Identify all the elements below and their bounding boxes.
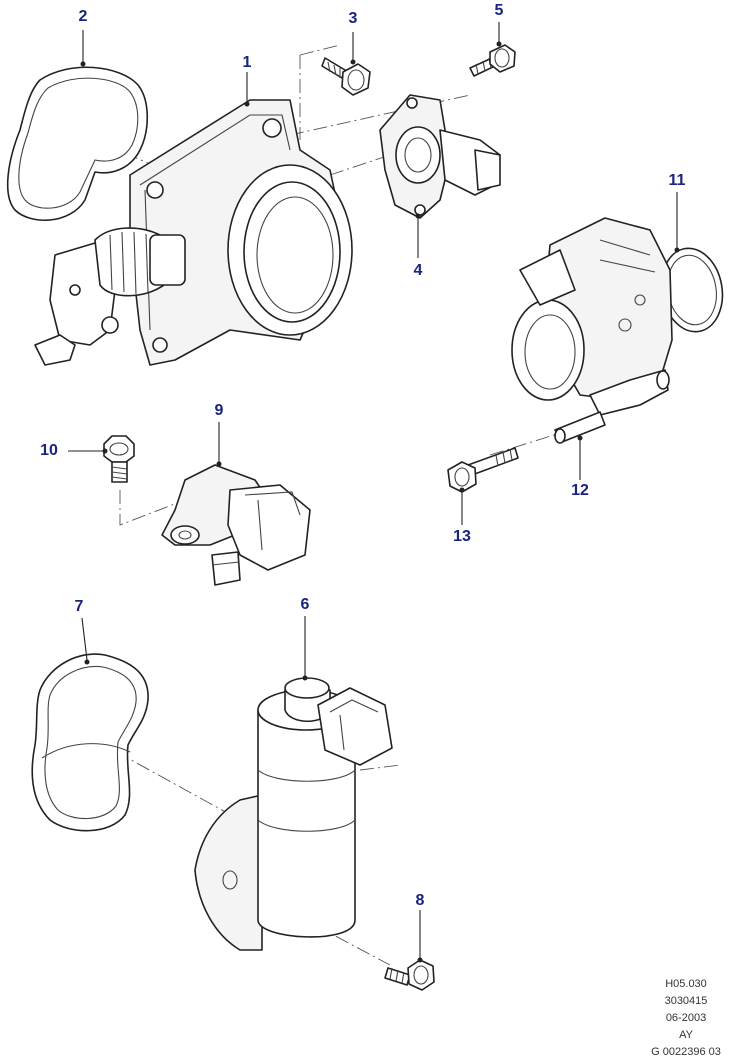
callout-10: 10: [40, 442, 58, 459]
reference-code: H05.030: [665, 978, 707, 990]
callout-5: 5: [494, 2, 504, 19]
bolt-part-13[interactable]: [447, 447, 519, 493]
bolt-part-3[interactable]: [321, 57, 371, 96]
callout-9: 9: [214, 402, 224, 419]
callout-12: 12: [571, 482, 589, 499]
bolt-part-10[interactable]: [103, 435, 135, 483]
reference-id: G 0022396 03: [651, 1046, 721, 1058]
reference-version: AY: [679, 1029, 693, 1041]
throttle-assembly-part-12[interactable]: [511, 217, 673, 444]
callout-8: 8: [415, 892, 425, 909]
sensor-part-4[interactable]: [379, 94, 501, 219]
idle-air-valve-part-6[interactable]: [194, 677, 393, 951]
callout-1: 1: [242, 54, 252, 71]
bolt-part-5[interactable]: [469, 44, 516, 77]
callout-3: 3: [348, 10, 358, 27]
gasket-part-2[interactable]: [6, 66, 149, 221]
reference-date: 06-2003: [665, 1012, 707, 1024]
reference-number: 3030415: [664, 995, 708, 1007]
bolt-part-8[interactable]: [384, 959, 435, 991]
callout-11: 11: [668, 172, 686, 189]
map-sensor-part-9[interactable]: [161, 464, 311, 586]
throttle-body-part-1[interactable]: [34, 99, 353, 366]
callout-13: 13: [453, 528, 471, 545]
callout-4: 4: [413, 262, 423, 279]
callout-6: 6: [300, 596, 310, 613]
leader-lines: [68, 22, 680, 963]
reference-block: H05.030 3030415 06-2003 AY G 0022396 03: [626, 976, 746, 1061]
callout-7: 7: [74, 598, 84, 615]
callout-2: 2: [78, 8, 88, 25]
gasket-part-7[interactable]: [31, 653, 149, 832]
